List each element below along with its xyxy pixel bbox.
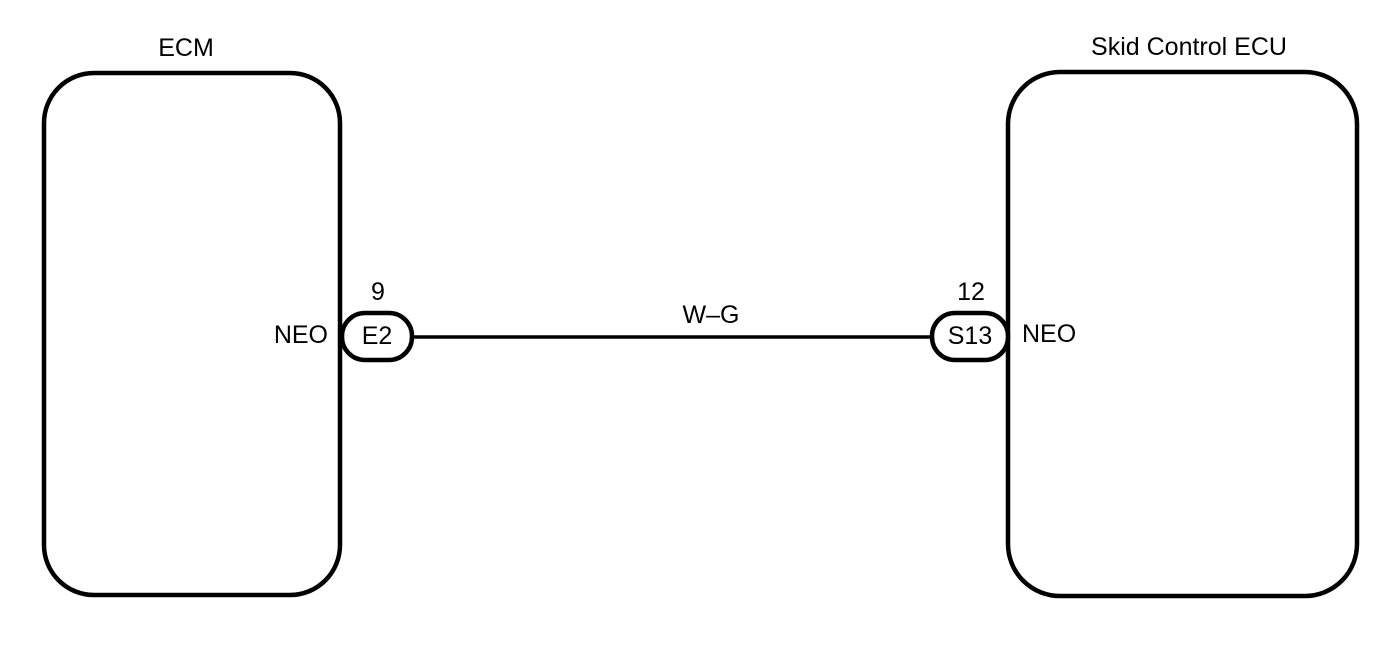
skid-control-ecu-title: Skid Control ECU bbox=[1091, 33, 1287, 61]
ecm-connector-code: E2 bbox=[362, 322, 393, 350]
ecm-connector[interactable] bbox=[339, 310, 415, 363]
ecm-title: ECM bbox=[158, 34, 214, 62]
skid-control-ecu-connector[interactable] bbox=[929, 310, 1011, 363]
ecm-pin-number: 9 bbox=[371, 278, 385, 306]
skid-control-ecu-connector-code: S13 bbox=[948, 322, 992, 350]
wire-color-label: W–G bbox=[683, 301, 740, 329]
skid-control-ecu-pin-number: 12 bbox=[957, 278, 985, 306]
ecm-terminal-label: NEO bbox=[274, 321, 328, 349]
skid-control-ecu-terminal-label: NEO bbox=[1022, 320, 1076, 348]
